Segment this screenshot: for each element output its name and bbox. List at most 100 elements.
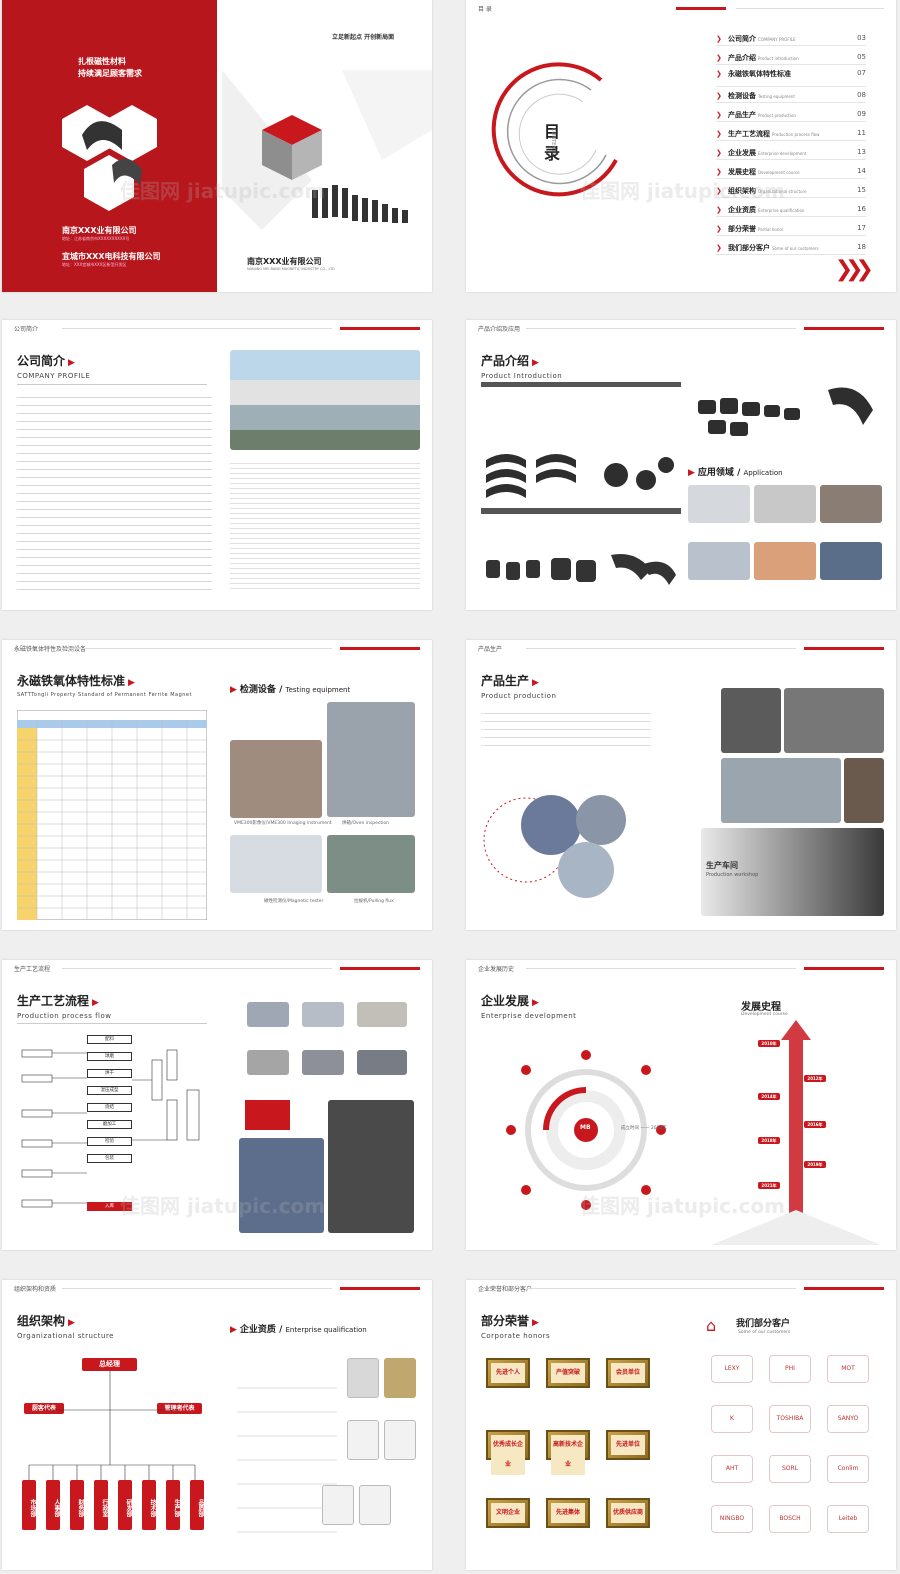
magnetic-tester-photo xyxy=(230,835,322,893)
imaging-instrument-photo xyxy=(230,740,322,818)
honor-cert: 优秀成长企业 xyxy=(486,1430,530,1475)
app-photo-motor xyxy=(688,485,750,523)
cube-graphic xyxy=(222,70,432,230)
certificate-image xyxy=(359,1485,391,1525)
property-table xyxy=(17,710,207,920)
process-title: 生产工艺流程▶ xyxy=(17,994,99,1008)
timeline-label: 成立时间 —— 2016年 xyxy=(621,1126,667,1131)
process-flow-page: 生产工艺流程 生产工艺流程▶ Production process flow 配… xyxy=(2,960,432,1250)
chevrons-icon: ❯❯❯ xyxy=(834,257,874,282)
app-photo-appliance xyxy=(754,485,816,523)
arrow-icon: ❯ xyxy=(716,187,722,195)
cover-company1: 南京XXX业有限公司 xyxy=(62,226,137,235)
organization-page: 组织架构和资质 组织架构▶ Organizational structure 总… xyxy=(2,1280,432,1570)
org-dept: 研发部 xyxy=(118,1480,132,1530)
hexagon-magnet-graphic xyxy=(62,105,157,211)
customer-logo: BOSCH xyxy=(769,1505,811,1533)
org-left: 厨客代表 xyxy=(24,1403,64,1414)
profile-title: 公司简介▶ xyxy=(17,354,75,368)
workshop-label: 生产车间 xyxy=(706,861,738,870)
org-gm: 总经理 xyxy=(82,1358,137,1371)
honors-title: 部分荣誉▶ xyxy=(481,1314,539,1328)
production-title: 产品生产▶ xyxy=(481,674,539,688)
process-photo xyxy=(302,1050,344,1075)
equipment-title: ▶检测设备 / Testing equipment xyxy=(230,685,351,695)
pulling-machine-photo xyxy=(327,835,415,893)
process-photo xyxy=(357,1050,407,1075)
development-sub: Enterprise development xyxy=(481,1012,577,1020)
product-intro-page: 产品介绍及应用 产品介绍▶ Product Introduction Magne… xyxy=(466,320,896,610)
arrow-icon: ❯ xyxy=(716,35,722,43)
history-title: 发展史程 xyxy=(741,1002,781,1013)
app-photo-electronics xyxy=(820,542,882,580)
production-text xyxy=(481,708,651,753)
cover-slogan1: 扎根磁性材料 xyxy=(78,57,126,66)
flow-step: 包装 xyxy=(87,1154,132,1163)
development-radial-graphic xyxy=(506,1050,666,1210)
customer-logo: K xyxy=(711,1405,753,1433)
qualification-title: ▶企业资质 / Enterprise qualification xyxy=(230,1325,367,1335)
workshop-label-en: Production workshop xyxy=(706,872,759,878)
production-circles-graphic xyxy=(483,795,626,898)
honors-page: 企业荣誉和部分客户 部分荣誉▶ Corporate honors 先进个人 产值… xyxy=(466,1280,896,1570)
standards-sub: SATTTongli Property Standard of Permanen… xyxy=(17,692,192,698)
toc-topbar: 目 录 xyxy=(466,0,896,14)
arrow-icon: ❯ xyxy=(716,111,722,119)
workshop-photo xyxy=(701,828,884,916)
cover-right-company-en: NANJING MEI BANG MAGNETIC INDUSTRY CO., … xyxy=(247,267,335,271)
certificate-image xyxy=(384,1420,416,1460)
flow-step-final: 入库 xyxy=(87,1202,132,1211)
center-logo: MB xyxy=(580,1124,591,1131)
toc-tag: 目 录 xyxy=(478,6,492,13)
honor-cert: 先进单位 xyxy=(606,1430,650,1460)
customer-logo: Conlim xyxy=(827,1455,869,1483)
profile-tag: 公司简介 xyxy=(14,326,39,333)
customer-logo: LEXY xyxy=(711,1355,753,1383)
honor-cert: 优质供应商 xyxy=(606,1498,650,1528)
arrow-icon: ❯ xyxy=(716,206,722,214)
org-title: 组织架构▶ xyxy=(17,1314,75,1328)
standards-title: 永磁铁氧体特性标准▶ xyxy=(17,674,135,688)
org-right: 管理者代表 xyxy=(157,1403,202,1414)
customer-logo: NINGBO xyxy=(711,1505,753,1533)
certificate-image xyxy=(347,1420,379,1460)
profile-body-text xyxy=(17,392,212,592)
process-photo xyxy=(302,1002,344,1027)
production-page: 产品生产 产品生产▶ Product production 生产车间 Produ… xyxy=(466,640,896,930)
certificate-image xyxy=(322,1485,354,1525)
org-dept: 市场部 xyxy=(22,1480,36,1530)
honors-sub: Corporate honors xyxy=(481,1332,551,1340)
flow-connectors xyxy=(21,1049,200,1208)
arrow-icon: ❯ xyxy=(716,130,722,138)
arrow-icon: ❯ xyxy=(716,92,722,100)
arrow-icon: ❯ xyxy=(716,225,722,233)
toc-arc-graphic xyxy=(491,62,618,197)
org-dept: 财务部 xyxy=(70,1480,84,1530)
org-dept: 人事部 xyxy=(46,1480,60,1530)
flow-step: 磨加工 xyxy=(87,1120,132,1129)
certificate-image xyxy=(347,1358,379,1398)
flow-step: 球磨 xyxy=(87,1052,132,1061)
history-arrow-graphic xyxy=(711,1020,881,1245)
honor-cert: 高新技术企业 xyxy=(546,1430,590,1475)
org-dept: 生产部 xyxy=(166,1480,180,1530)
honor-cert: 文明企业 xyxy=(486,1498,530,1528)
customer-logo: AHT xyxy=(711,1455,753,1483)
process-photo xyxy=(247,1050,289,1075)
standards-page: 永磁铁氧体特性及检测设备 永磁铁氧体特性标准▶ SATTTongli Prope… xyxy=(2,640,432,930)
customer-logo: Leiteb xyxy=(827,1505,869,1533)
sorting-photo xyxy=(844,758,884,823)
